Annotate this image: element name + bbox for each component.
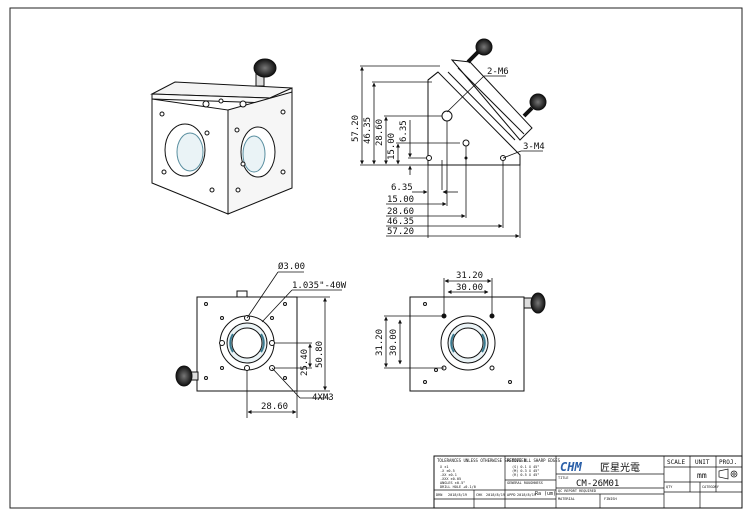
tolerance-line-1: X ±1	[440, 465, 448, 469]
label-thread: 1.035"-40W	[292, 281, 347, 291]
scale-label: SCALE	[667, 459, 685, 466]
front-view	[175, 290, 298, 392]
dim-28-60: 28.60	[261, 402, 288, 412]
label-thread-bottom: 3-M4	[523, 142, 545, 152]
dim-v-15-00: 15.00	[387, 133, 397, 160]
tolerance-line-4: .XXX ±0.05	[440, 477, 461, 481]
right-view	[409, 292, 546, 392]
label-thread-top: 2-M6	[487, 67, 509, 77]
title-label: TITLE	[558, 476, 569, 480]
label-screws: 4XM3	[312, 393, 334, 403]
remove-edges-note: REMOVE ALL SHARP EDGES	[507, 458, 561, 463]
checked-date: 2018/8/19	[486, 493, 505, 497]
adjuster-knob-bottom	[522, 93, 547, 118]
edge-note-3: (R) 0.5 X 45°	[512, 473, 539, 477]
tolerance-line-2: .X ±0.5	[440, 469, 455, 473]
dim-30-00-v: 30.00	[389, 329, 399, 356]
unit-value: mm	[697, 471, 707, 480]
dim-v-57-20: 57.20	[351, 115, 361, 142]
part-number: CM-26M01	[576, 479, 619, 489]
right-view-dims	[384, 278, 493, 369]
dim-h-6-35: 6.35	[391, 183, 413, 193]
drawn-date: 2018/8/19	[448, 493, 467, 497]
tolerance-line-3: .XX ±0.1	[440, 473, 457, 477]
edge-note-2: (M) 0.3 X 45°	[512, 469, 539, 473]
qty-label: QTY	[666, 485, 673, 489]
label-hole-dia: Ø3.00	[278, 261, 305, 272]
dim-v-6-35: 6.35	[399, 120, 409, 142]
dim-h-57-20: 57.20	[387, 227, 414, 237]
dim-v-28-60: 28.60	[375, 119, 385, 146]
title-block: TOLERANCES UNLESS OTHERWISE SPECIFIED X …	[433, 455, 743, 509]
dim-31-20-v: 31.20	[375, 329, 385, 356]
proj-label: PROJ.	[719, 459, 737, 466]
edge-note-1: (S) 0.1 X 45°	[512, 465, 539, 469]
finish-label: FINISH	[604, 497, 617, 501]
dim-31-20-h: 31.20	[456, 271, 483, 281]
side-view: 2-M6 3-M4 57.20 46.35 28.60 15.00 6.35	[351, 38, 547, 238]
ra-label: Ra (um)	[535, 491, 556, 497]
qc-label: QC REPORT REQUIRED	[558, 489, 596, 493]
dim-v-46-35: 46.35	[363, 117, 373, 144]
dim-h-15-00: 15.00	[387, 195, 414, 205]
adjuster-knob-top	[466, 38, 493, 64]
tolerance-line-6: DRILL HOLE +0.1/0	[440, 485, 476, 489]
company-logo: CHM	[560, 460, 582, 474]
dim-50-80: 50.80	[315, 341, 325, 368]
dim-25-40: 25.40	[300, 349, 310, 376]
unit-label: UNIT	[695, 459, 710, 466]
material-label: MATERIAL	[558, 497, 575, 501]
sheet-border	[9, 7, 743, 509]
front-view-dims	[246, 271, 342, 418]
roughness-label: GENERAL ROUGHNESS	[507, 481, 543, 485]
dim-30-00-h: 30.00	[456, 283, 483, 293]
projection-symbol	[718, 468, 738, 480]
dim-h-28-60: 28.60	[387, 207, 414, 217]
drawn-label: DRN	[436, 493, 442, 497]
company-name: 匠星光電	[600, 461, 640, 474]
dim-h-46-35: 46.35	[387, 217, 414, 227]
category-label: CATEGORY	[702, 485, 720, 489]
approved-label: APPD	[507, 493, 515, 497]
checked-label: CHK	[476, 493, 483, 497]
isometric-view	[150, 58, 293, 215]
tolerance-title: TOLERANCES UNLESS OTHERWISE SPECIFIED	[437, 458, 527, 463]
tolerance-line-5: ANGLES ±0.5°	[440, 481, 465, 485]
approved-date: 2018/8/19	[517, 493, 536, 497]
